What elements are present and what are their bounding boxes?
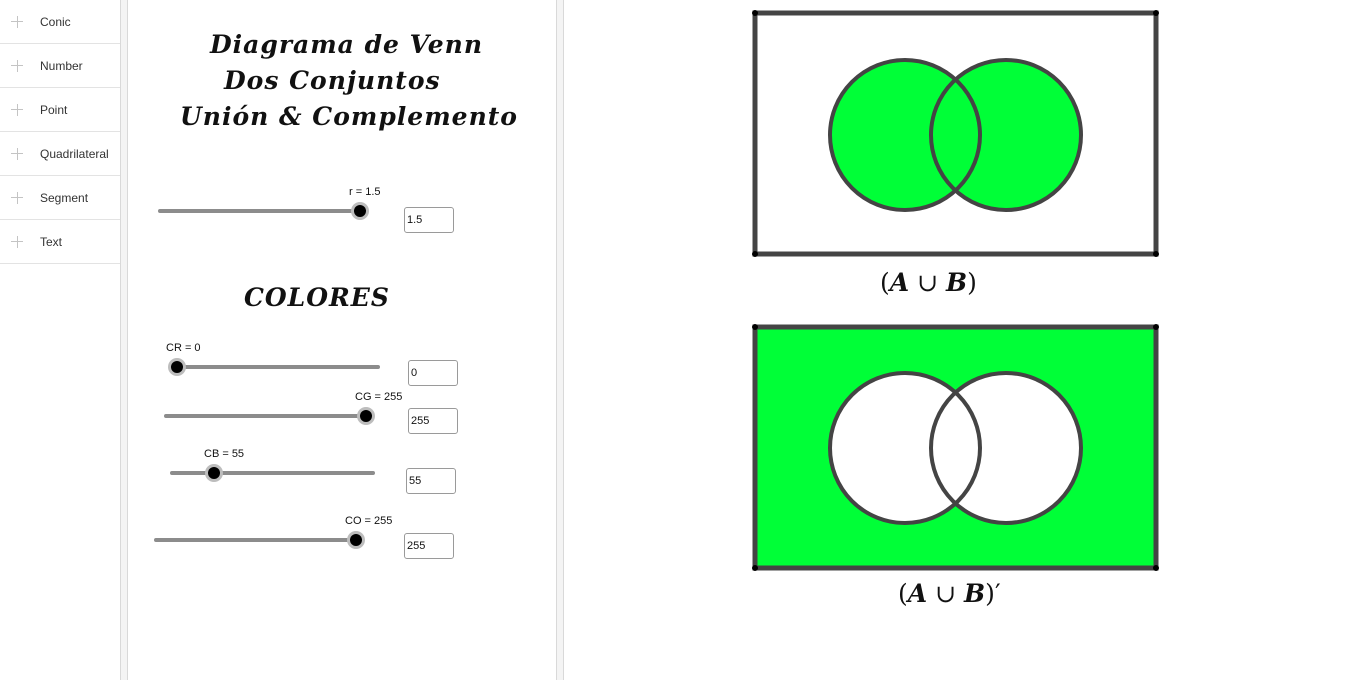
plus-icon[interactable]	[11, 59, 23, 72]
corner-point[interactable]	[1153, 324, 1159, 330]
caption-paren: )	[985, 579, 995, 608]
plus-icon[interactable]	[11, 191, 23, 204]
plus-icon[interactable]	[11, 15, 23, 28]
plus-icon[interactable]	[11, 103, 23, 116]
graphics-view-controls: Diagrama de Venn Dos Conjuntos Unión & C…	[128, 0, 557, 680]
caption-union-op: ∪	[935, 579, 957, 608]
caption-union: (A ∪ B)	[880, 268, 977, 297]
algebra-sidebar: Conic Number Point Quadrilateral Segment…	[0, 0, 121, 680]
slider-cr-knob[interactable]	[171, 361, 183, 373]
corner-point[interactable]	[752, 10, 758, 16]
venn-union-diagram[interactable]	[752, 10, 1159, 257]
category-point[interactable]: Point	[0, 88, 120, 132]
input-co[interactable]	[404, 533, 454, 559]
category-label: Conic	[40, 14, 71, 29]
corner-point[interactable]	[1153, 10, 1159, 16]
slider-r-track[interactable]	[158, 209, 360, 213]
caption-set-b: B	[946, 268, 968, 297]
category-conic[interactable]: Conic	[0, 0, 120, 44]
input-cr[interactable]	[408, 360, 458, 386]
set-a-outline-complement[interactable]	[828, 371, 982, 525]
panel-splitter[interactable]	[557, 0, 564, 680]
slider-r-label: r = 1.5	[349, 186, 381, 198]
input-cg[interactable]	[408, 408, 458, 434]
title-line-2: Dos Conjuntos	[224, 66, 441, 95]
slider-co-track[interactable]	[154, 538, 356, 542]
category-quadrilateral[interactable]: Quadrilateral	[0, 132, 120, 176]
slider-cb-knob[interactable]	[208, 467, 221, 479]
slider-cr-label: CR = 0	[166, 342, 201, 354]
caption-set-a: A	[889, 268, 910, 297]
caption-prime: ′	[994, 579, 1001, 608]
caption-paren: (	[880, 268, 890, 297]
corner-point[interactable]	[752, 251, 758, 257]
input-r[interactable]	[404, 207, 454, 233]
category-text[interactable]: Text	[0, 220, 120, 264]
panel-splitter[interactable]	[121, 0, 128, 680]
universe-rect-complement[interactable]	[752, 324, 1159, 571]
plus-icon[interactable]	[11, 147, 23, 160]
set-a-outline-union	[828, 58, 982, 212]
caption-set-b: B	[964, 579, 986, 608]
slider-co-knob[interactable]	[350, 534, 362, 546]
corner-point[interactable]	[1153, 251, 1159, 257]
set-b-outline-union	[929, 58, 1083, 212]
slider-cb-label: CB = 55	[204, 448, 245, 460]
title-line-3: Unión & Complemento	[180, 102, 518, 131]
universe-fill-complement[interactable]	[755, 327, 1156, 568]
category-label: Text	[40, 234, 63, 249]
slider-cg-track[interactable]	[164, 414, 366, 418]
corner-point[interactable]	[752, 324, 758, 330]
slider-r-knob[interactable]	[354, 205, 366, 217]
category-label: Point	[40, 102, 68, 117]
slider-cg-label: CG = 255	[355, 391, 403, 403]
colores-heading: COLORES	[244, 283, 390, 312]
slider-cb-track[interactable]	[170, 471, 375, 475]
slider-cg-knob[interactable]	[360, 410, 372, 422]
caption-paren: )	[967, 268, 977, 297]
graphics-view-venn: (A ∪ B) (A ∪ B)′	[564, 0, 1346, 680]
caption-union-op: ∪	[917, 268, 939, 297]
category-label: Segment	[40, 190, 89, 205]
title-line-1: Diagrama de Venn	[210, 30, 484, 59]
set-b-outline-complement[interactable]	[929, 371, 1083, 525]
caption-complement: (A ∪ B)′	[898, 579, 1001, 608]
venn-complement-diagram[interactable]	[752, 324, 1159, 571]
input-cb[interactable]	[406, 468, 456, 494]
category-label: Quadrilateral	[40, 146, 109, 161]
category-number[interactable]: Number	[0, 44, 120, 88]
venn-canvas[interactable]	[564, 0, 1346, 680]
slider-cr-track[interactable]	[177, 365, 380, 369]
corner-point[interactable]	[752, 565, 758, 571]
caption-set-a: A	[907, 579, 928, 608]
corner-point[interactable]	[1153, 565, 1159, 571]
caption-paren: (	[898, 579, 908, 608]
plus-icon[interactable]	[11, 235, 23, 248]
category-label: Number	[40, 58, 83, 73]
slider-co-label: CO = 255	[345, 515, 393, 527]
category-segment[interactable]: Segment	[0, 176, 120, 220]
